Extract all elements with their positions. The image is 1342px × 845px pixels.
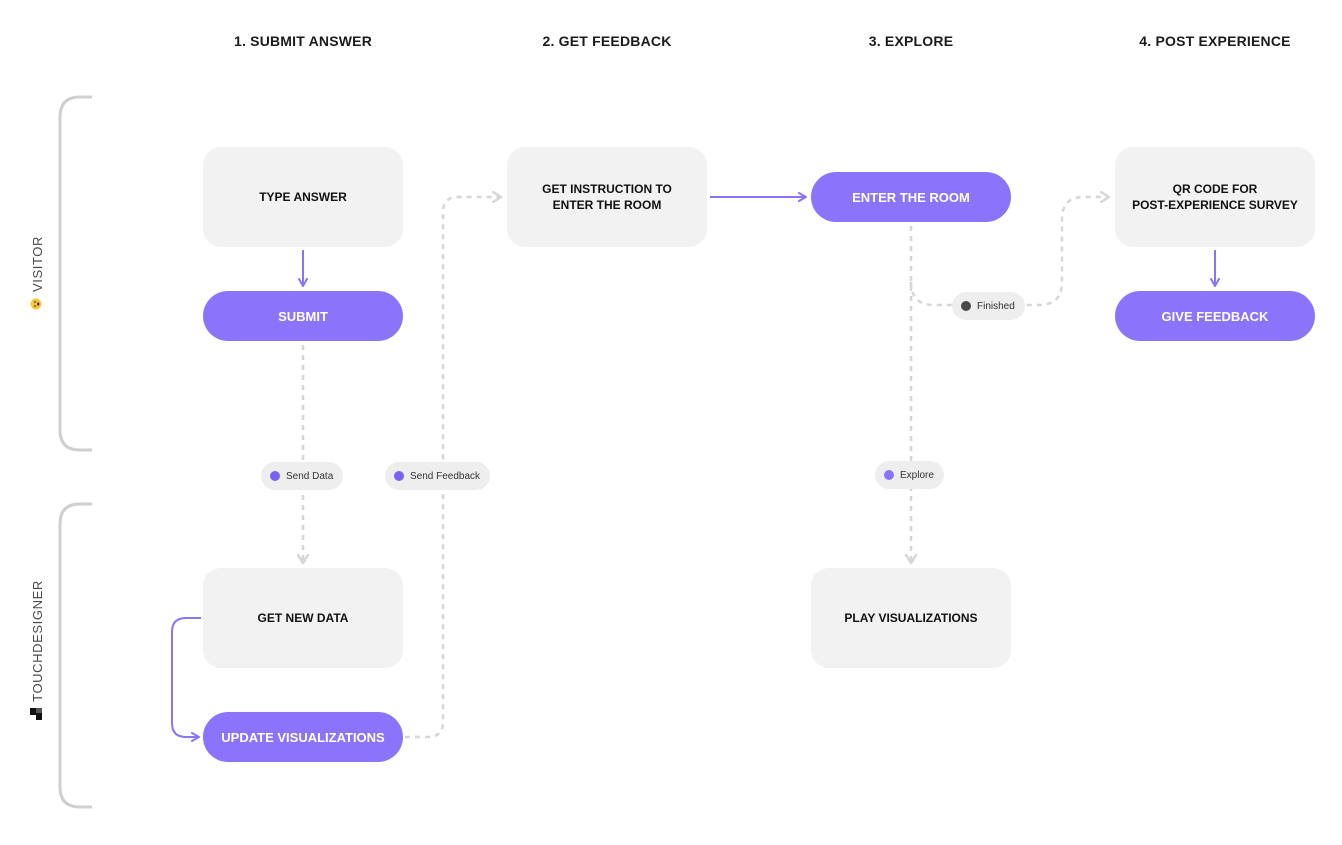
lane-touchdesigner-text: TOUCHDESIGNER bbox=[29, 580, 45, 702]
node-submit: SUBMIT bbox=[203, 291, 403, 341]
stage-heading-explore: 3. EXPLORE bbox=[868, 33, 954, 49]
stage-heading-submit-answer: 1. SUBMIT ANSWER bbox=[233, 33, 373, 49]
edge-tag-finished: Finished bbox=[952, 292, 1025, 320]
lane-label-visitor: VISITOR bbox=[27, 223, 47, 323]
visitor-lane-bracket bbox=[58, 95, 92, 452]
touchdesigner-logo-icon bbox=[29, 707, 45, 720]
purple-dot-icon bbox=[270, 471, 280, 481]
edge-tag-explore: Explore bbox=[875, 461, 944, 489]
node-give-feedback: GIVE FEEDBACK bbox=[1115, 291, 1315, 341]
stage-heading-get-feedback: 2. GET FEEDBACK bbox=[542, 33, 672, 49]
stage-heading-post-experience: 4. POST EXPERIENCE bbox=[1139, 33, 1291, 49]
edge-tag-send-data-label: Send Data bbox=[286, 470, 334, 482]
node-get-new-data: GET NEW DATA bbox=[203, 568, 403, 668]
arrow-newdata-to-update bbox=[171, 617, 201, 742]
lane-visitor-text: VISITOR bbox=[29, 236, 45, 292]
edge-tag-send-data: Send Data bbox=[261, 462, 344, 490]
edge-tag-explore-label: Explore bbox=[900, 469, 934, 481]
node-play-visualizations: PLAY VISUALIZATIONS bbox=[811, 568, 1011, 668]
dark-dot-icon bbox=[961, 301, 971, 311]
lane-label-touchdesigner: TOUCHDESIGNER bbox=[27, 570, 47, 730]
node-update-visualizations: UPDATE VISUALIZATIONS bbox=[203, 712, 403, 762]
purple-dot-icon bbox=[394, 471, 404, 481]
node-enter-room: ENTER THE ROOM bbox=[811, 172, 1011, 222]
node-type-answer: TYPE ANSWER bbox=[203, 147, 403, 247]
smiley-emoji-icon bbox=[30, 298, 45, 310]
touchdesigner-lane-bracket bbox=[58, 502, 92, 809]
edge-tag-send-feedback-label: Send Feedback bbox=[410, 470, 481, 482]
node-qr-code: QR CODE FOR POST-EXPERIENCE SURVEY bbox=[1115, 147, 1315, 247]
edge-tag-send-feedback: Send Feedback bbox=[385, 462, 491, 490]
node-get-instruction: GET INSTRUCTION TO ENTER THE ROOM bbox=[507, 147, 707, 247]
purple-dot-icon bbox=[884, 470, 894, 480]
edge-tag-finished-label: Finished bbox=[977, 300, 1015, 312]
dashed-enter-to-qr bbox=[909, 197, 1109, 307]
